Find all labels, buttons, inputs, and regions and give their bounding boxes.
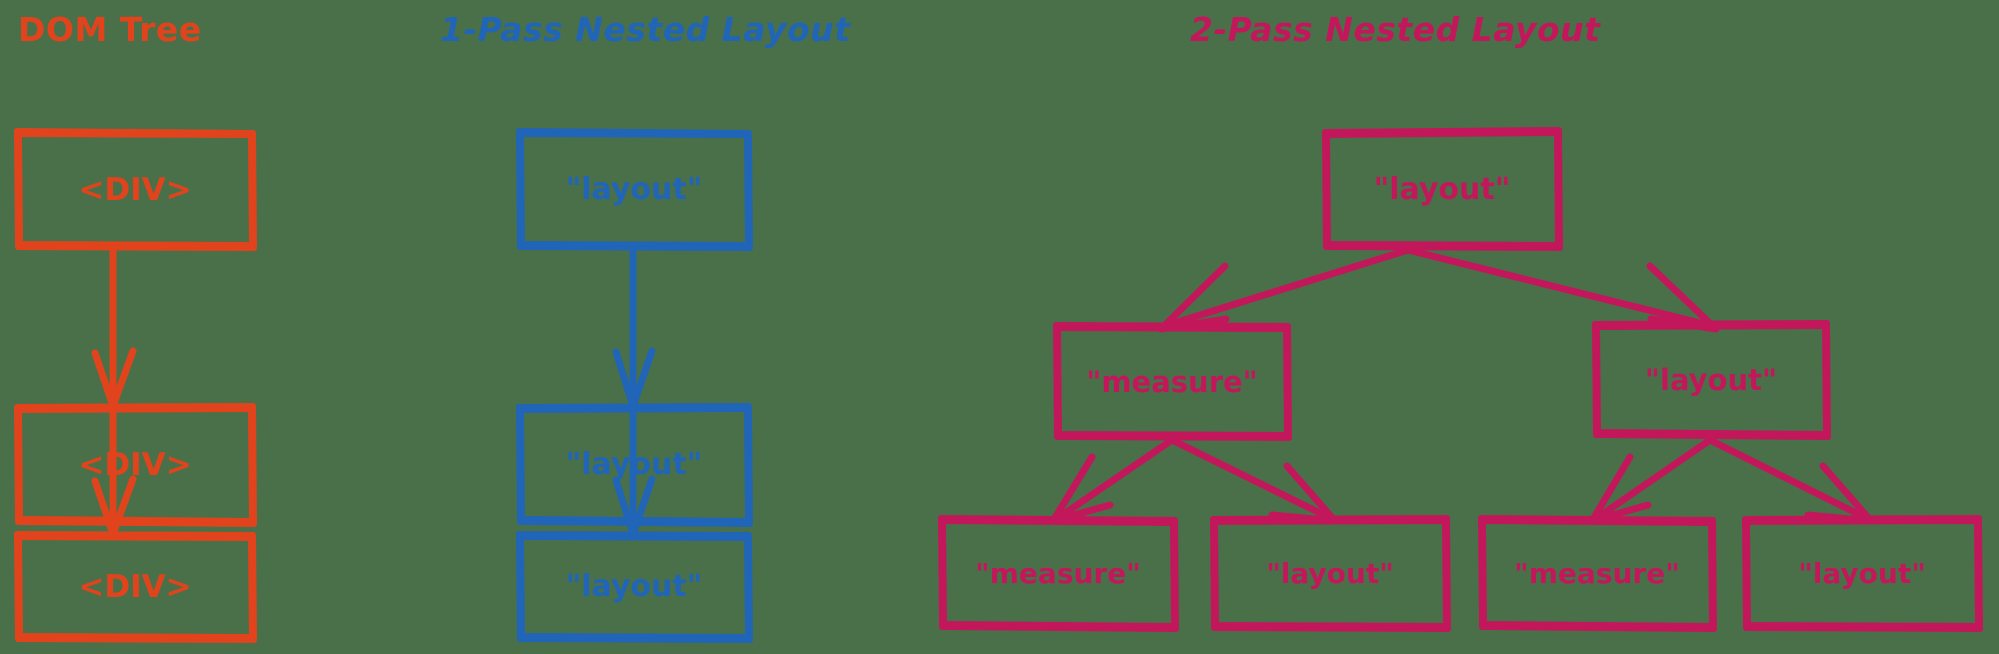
dom-node-2[interactable]: <DIV> xyxy=(14,403,257,527)
one-pass-node-1-label: "layout" xyxy=(565,172,703,207)
two-pass-root-node[interactable]: "layout" xyxy=(1322,127,1563,251)
edge-dom-1-2 xyxy=(91,246,137,410)
two-pass-leaf-node-3[interactable]: "measure" xyxy=(1478,515,1717,632)
dom-node-1[interactable]: <DIV> xyxy=(14,128,257,251)
edge-two-root-mid-left xyxy=(1157,246,1412,333)
dom-node-2-label: <DIV> xyxy=(78,446,192,483)
one-pass-title: 1-Pass Nested Layout xyxy=(440,10,851,49)
two-pass-leaf-2-label: "layout" xyxy=(1266,556,1394,590)
edge-one-1-2 xyxy=(612,246,656,410)
one-pass-node-3-label: "layout" xyxy=(565,569,703,604)
two-pass-mid-right-label: "layout" xyxy=(1644,362,1778,397)
dom-tree-title: DOM Tree xyxy=(18,10,202,49)
two-pass-leaf-4-label: "layout" xyxy=(1798,556,1926,590)
dom-node-3[interactable]: <DIV> xyxy=(14,531,257,643)
one-pass-node-1[interactable]: "layout" xyxy=(516,128,753,251)
edge-two-midright-leaf3 xyxy=(1588,436,1714,525)
two-pass-leaf-node-2[interactable]: "layout" xyxy=(1210,515,1451,632)
edge-two-midleft-leaf1 xyxy=(1049,436,1176,525)
two-pass-leaf-1-label: "measure" xyxy=(975,556,1141,590)
edge-two-root-mid-right xyxy=(1404,246,1720,333)
two-pass-mid-left-label: "measure" xyxy=(1086,364,1258,399)
one-pass-node-2[interactable]: "layout" xyxy=(516,403,753,527)
two-pass-leaf-node-4[interactable]: "layout" xyxy=(1742,515,1983,632)
one-pass-node-2-label: "layout" xyxy=(565,447,703,482)
two-pass-mid-left-node[interactable]: "measure" xyxy=(1053,322,1292,441)
two-pass-mid-right-node[interactable]: "layout" xyxy=(1592,320,1831,440)
two-pass-root-label: "layout" xyxy=(1373,172,1511,207)
edge-two-midleft-leaf2 xyxy=(1168,436,1339,525)
edge-two-midright-leaf4 xyxy=(1706,436,1875,525)
one-pass-node-3[interactable]: "layout" xyxy=(516,531,753,643)
two-pass-leaf-node-1[interactable]: "measure" xyxy=(938,515,1179,632)
two-pass-leaf-3-label: "measure" xyxy=(1514,556,1680,590)
dom-node-3-label: <DIV> xyxy=(78,568,192,605)
two-pass-title: 2-Pass Nested Layout xyxy=(1190,10,1601,49)
dom-node-1-label: <DIV> xyxy=(78,171,192,208)
